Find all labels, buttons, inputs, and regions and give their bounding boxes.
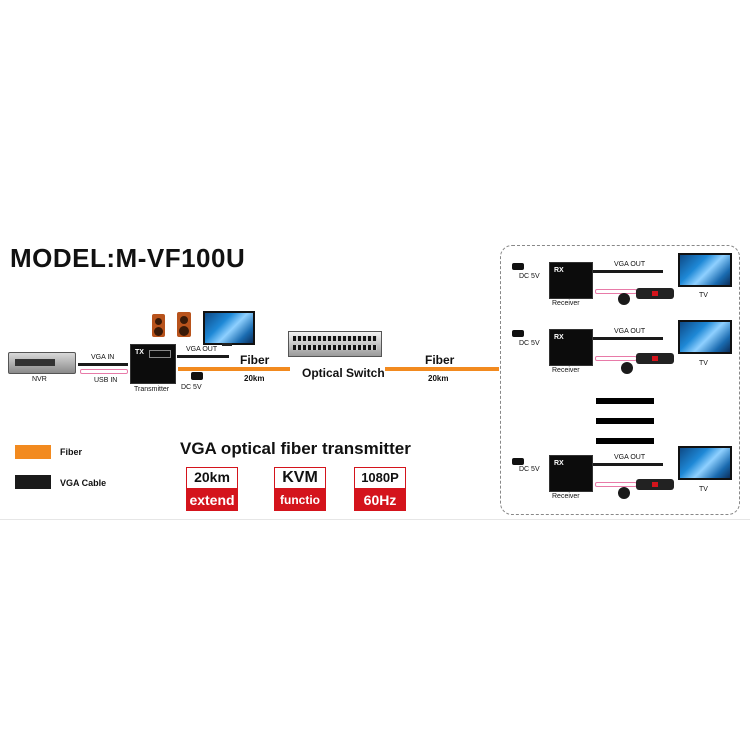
fiber-right-label: Fiber [425,353,455,367]
rx2-power-adapter-icon [512,330,524,337]
rx2-vga-out-label: VGA OUT [614,328,646,335]
rx1-usb-cable [595,289,637,294]
rx3-box: RX [549,455,593,492]
model-title: MODEL:M-VF100U [10,243,246,273]
nvr-device [8,352,76,374]
transmitter-box: TX [130,344,176,384]
rx2-keyboard-icon [636,353,674,364]
rx1-tv-icon [678,253,732,287]
fiber-left-distance: 20km [244,374,265,383]
fiber-right-distance: 20km [428,374,449,383]
rx1-vga-cable [593,270,663,273]
rx2-mouse-icon [621,362,633,374]
rx3-power-adapter-icon [512,458,524,465]
rx2-screen-text: RX [554,334,564,341]
rx1-mouse-icon [618,293,630,305]
rx2-box: RX [549,329,593,366]
legend-vga-swatch [15,475,51,489]
legend-fiber-swatch [15,445,51,459]
transmitter-label: Transmitter [134,386,170,393]
rx2-tv-icon [678,320,732,354]
monitor-icon [203,311,255,345]
rx1-keyboard-icon [636,288,674,299]
rx1-label: Receiver [552,300,580,307]
rx3-screen-text: RX [554,460,564,467]
fiber-left-line [178,367,290,371]
ellipsis-bar-3 [596,438,654,444]
rx1-dc-label: DC 5V [519,273,540,280]
feature-badge-resolution: 1080P 60Hz [354,467,406,511]
rx3-label: Receiver [552,493,580,500]
rx3-tv-label: TV [699,486,708,493]
monitor-stand [222,343,232,346]
speaker-left-icon [152,314,165,337]
usb-cable-in [80,369,128,374]
subtitle: VGA optical fiber transmitter [180,439,411,458]
rx3-dc-label: DC 5V [519,466,540,473]
rx3-usb-cable [595,482,637,487]
rx2-usb-cable [595,356,637,361]
rx1-screen-text: RX [554,267,564,274]
usb-in-label: USB IN [94,377,118,384]
receiver-group [500,245,740,515]
tx-vga-out-cable [177,355,229,358]
fiber-right-line [385,367,499,371]
fiber-left-label: Fiber [240,353,270,367]
feature-resolution-bottom: 60Hz [354,489,406,511]
feature-distance-top: 20km [186,467,238,489]
rx3-vga-out-label: VGA OUT [614,454,646,461]
rx3-tv-icon [678,446,732,480]
legend-fiber-label: Fiber [60,447,83,457]
nvr-label: NVR [32,376,47,383]
rx3-mouse-icon [618,487,630,499]
rx3-keyboard-icon [636,479,674,490]
rx1-vga-out-label: VGA OUT [614,261,646,268]
optical-switch-label: Optical Switch [302,366,385,380]
ellipsis-bar-2 [596,418,654,424]
legend-vga-label: VGA Cable [60,478,107,488]
tx-screen-text: TX [135,349,144,356]
ellipsis-bar-1 [596,398,654,404]
feature-kvm-top: KVM [274,467,326,489]
tx-dc-label: DC 5V [181,384,202,391]
rx3-vga-cable [593,463,663,466]
rx2-label: Receiver [552,367,580,374]
rx2-vga-cable [593,337,663,340]
tx-vga-out-label: VGA OUT [186,346,218,353]
vga-cable-in [78,363,128,366]
optical-switch-device [288,331,382,357]
feature-badge-distance: 20km extend [186,467,238,511]
feature-badge-kvm: KVM functio [274,467,326,511]
rx2-tv-label: TV [699,360,708,367]
rx2-dc-label: DC 5V [519,340,540,347]
rx1-tv-label: TV [699,292,708,299]
feature-resolution-top: 1080P [354,467,406,489]
feature-kvm-bottom: functio [274,489,326,511]
speaker-right-icon [177,312,191,337]
feature-distance-bottom: extend [186,489,238,511]
bottom-separator [0,519,750,520]
rx1-power-adapter-icon [512,263,524,270]
vga-in-label: VGA IN [91,354,115,361]
rx1-box: RX [549,262,593,299]
tx-power-adapter-icon [191,372,203,380]
